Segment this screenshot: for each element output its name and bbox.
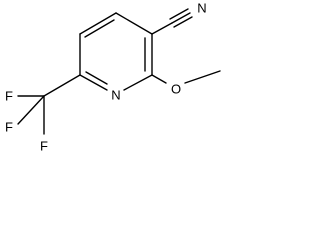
atom-label-fluorine-1: F <box>5 89 13 104</box>
bond-ring-c6-n-inner <box>85 71 108 85</box>
bond-ring-n-c2 <box>123 74 153 91</box>
bond-ring-c6-n <box>79 74 108 91</box>
bond-c2-oxygen <box>151 74 167 84</box>
atom-label-fluorine-2: F <box>5 120 13 135</box>
bond-nitrile-triple-3 <box>173 16 193 28</box>
atom-label-nitrile-nitrogen: N <box>197 1 206 16</box>
bond-c6-cf3 <box>43 74 81 97</box>
structure-diagram: N N O F F F <box>5 1 221 154</box>
atom-label-oxygen: O <box>171 82 181 97</box>
bond-ring-c4-c5-inner <box>84 19 115 38</box>
bond-ring-c4-c5 <box>79 12 117 35</box>
atom-label-fluorine-3: F <box>40 139 48 154</box>
bond-cf3-f2 <box>17 95 45 125</box>
bond-nitrile-triple-2 <box>169 8 189 20</box>
bond-nitrile-triple-1 <box>171 12 191 24</box>
atom-label-ring-nitrogen: N <box>111 88 120 103</box>
bond-ring-c3-c4 <box>115 12 153 35</box>
bond-c3-nitrile-carbon <box>151 22 173 35</box>
bond-oxygen-methyl <box>184 70 221 84</box>
